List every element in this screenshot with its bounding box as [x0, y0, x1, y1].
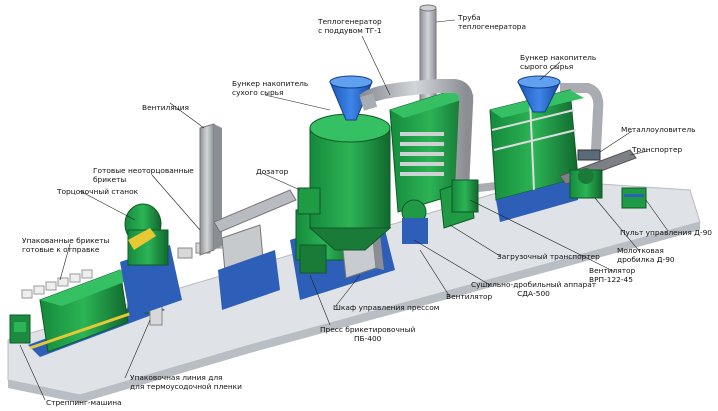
- metal-catcher: [577, 149, 601, 161]
- packed-briquettes: [21, 269, 93, 299]
- label-trimming-machine: Торцовочный станок: [57, 187, 139, 196]
- label-press-control-cabinet: Шкаф управления прессом: [333, 303, 440, 312]
- fan-vrp: [451, 179, 479, 213]
- label-loading-conveyor: Загрузочный транспортер: [497, 252, 600, 261]
- leader-lines: [19, 19, 669, 401]
- ventilation-duct: [199, 123, 297, 310]
- label-conveyor: Транспортер: [632, 145, 683, 154]
- label-doser: Дозатор: [256, 167, 289, 176]
- control-panel: [621, 187, 647, 209]
- label-fan: Вентилятор: [446, 292, 493, 301]
- hammer-crusher: [569, 168, 603, 199]
- strapping-machine: [9, 314, 31, 344]
- label-strapping-machine: Стреппинг-машина: [46, 398, 122, 407]
- dry-material-bunker: [308, 75, 392, 251]
- label-control-panel: Пульт управления Д-90: [620, 228, 712, 237]
- doser: [297, 187, 321, 215]
- label-metal-catcher: Металлоуловитель: [621, 125, 696, 134]
- raw-material-bunker: [489, 75, 584, 222]
- heat-generator: [389, 87, 474, 213]
- trimming-machine: [120, 203, 182, 318]
- label-ventilation: Вентиляция: [142, 103, 190, 112]
